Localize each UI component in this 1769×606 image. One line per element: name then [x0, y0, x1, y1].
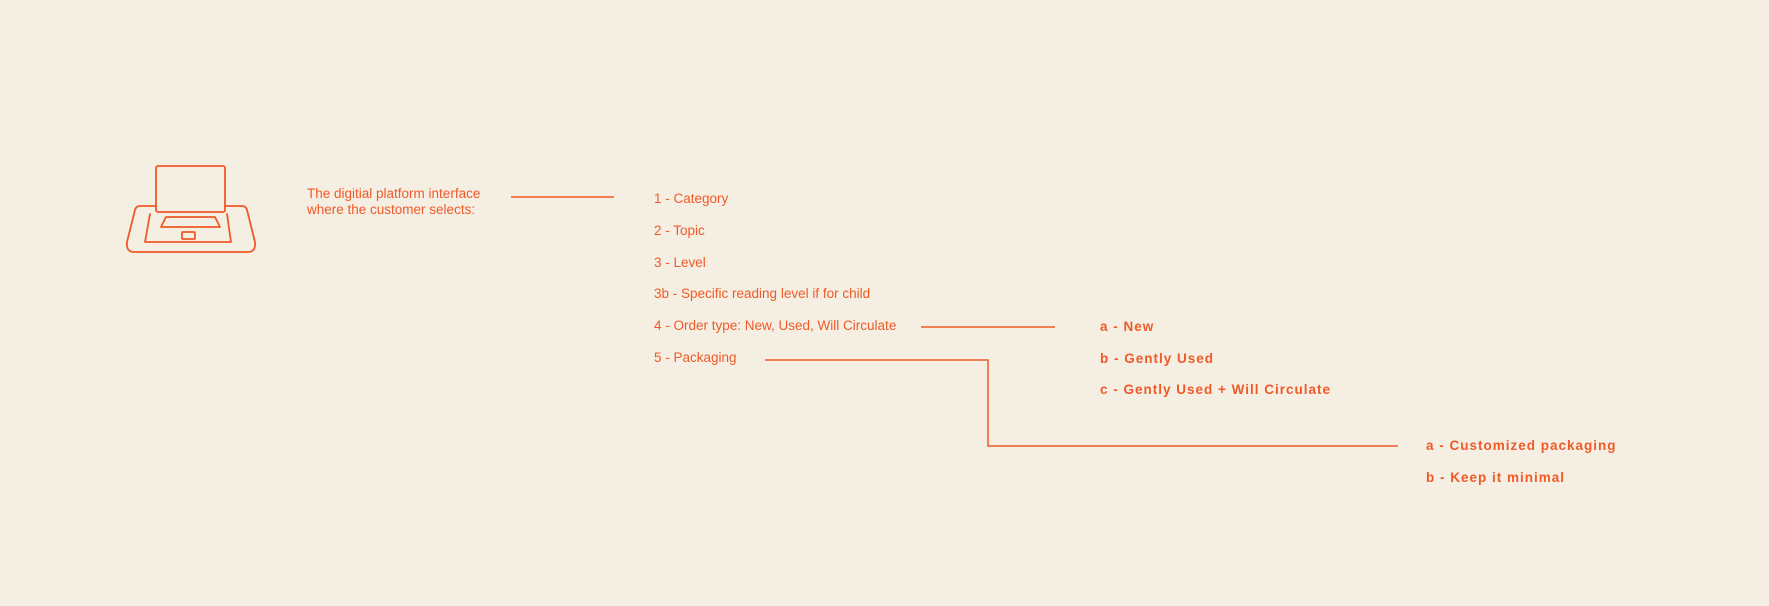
packaging-option-minimal: b - Keep it minimal [1426, 470, 1566, 485]
step-order-type: 4 - Order type: New, Used, Will Circulat… [654, 318, 897, 333]
order-option-new: a - New [1100, 319, 1155, 334]
order-option-circulate: c - Gently Used + Will Circulate [1100, 382, 1332, 397]
connector-packaging-to-options [765, 359, 1398, 447]
step-reading-level: 3b - Specific reading level if for child [654, 286, 871, 301]
intro-line-1: The digitial platform interface [307, 186, 481, 201]
intro-line-2: where the customer selects: [307, 202, 476, 217]
step-packaging: 5 - Packaging [654, 350, 737, 365]
intro-text: The digitial platform interface where th… [307, 186, 480, 218]
step-level: 3 - Level [654, 255, 706, 270]
step-category: 1 - Category [654, 191, 729, 206]
laptop-icon [125, 165, 257, 253]
order-option-gently-used: b - Gently Used [1100, 351, 1215, 366]
step-topic: 2 - Topic [654, 223, 705, 238]
packaging-option-customized: a - Customized packaging [1426, 438, 1617, 453]
